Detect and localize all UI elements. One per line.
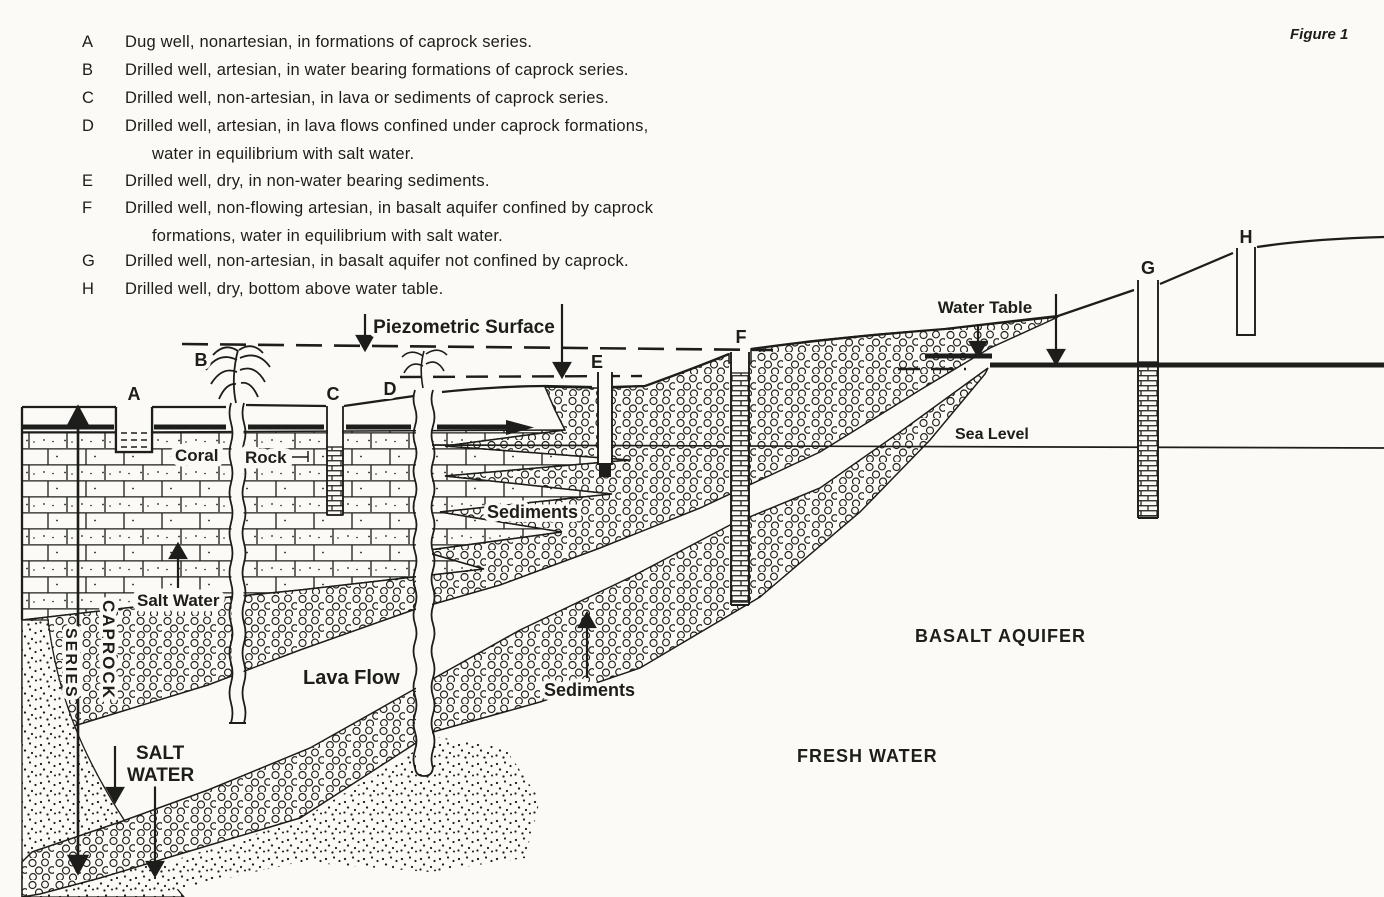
legend-letter: G: [82, 252, 96, 270]
legend-item-c: C Drilled well, non-artesian, in lava or…: [82, 84, 785, 112]
well-g-label: G: [1141, 258, 1155, 278]
caprock-series-extent-arrow: [66, 404, 90, 876]
legend-item-f: F Drilled well, non-flowing artesian, in…: [82, 194, 785, 250]
well-c-label: C: [327, 384, 340, 404]
rock-label: Rock: [245, 448, 287, 467]
well-g: [1137, 280, 1159, 519]
well-a: [114, 407, 154, 454]
sediments-lower-label: Sediments: [544, 680, 635, 700]
legend-item-a: A Dug well, nonartesian, in formations o…: [82, 28, 785, 56]
legend-letter: D: [82, 117, 95, 135]
legend-text-cont: formations, water in equilibrium with sa…: [152, 227, 503, 245]
well-d-label: D: [384, 379, 397, 399]
legend-item-d: D Drilled well, artesian, in lava flows …: [82, 112, 785, 168]
well-h: [1236, 247, 1256, 336]
well-e-label: E: [591, 352, 603, 372]
fresh-water-label: FRESH WATER: [797, 746, 938, 766]
legend-text: Drilled well, non-artesian, in lava or s…: [125, 89, 609, 107]
sea-level-label: Sea Level: [955, 426, 1029, 443]
legend-item-b: B Drilled well, artesian, in water beari…: [82, 56, 785, 84]
legend-text: Drilled well, non-flowing artesian, in b…: [125, 199, 654, 217]
legend-item-h: H Drilled well, dry, bottom above water …: [82, 275, 785, 303]
well-d: [401, 349, 448, 777]
coral-label: Coral: [175, 446, 218, 465]
legend-text: Drilled well, artesian, in water bearing…: [125, 61, 629, 79]
salt-water-lower-label-line2: WATER: [127, 765, 194, 786]
legend-letter: H: [82, 280, 95, 298]
salt-water-upper-label: Salt Water: [137, 591, 220, 610]
legend-item-g: G Drilled well, non-artesian, in basalt …: [82, 247, 785, 275]
annotation-arrows: [105, 294, 1066, 879]
well-d-fountain: [401, 349, 448, 389]
legend-letter: E: [82, 172, 94, 190]
well-b-label: B: [195, 350, 208, 370]
sediments-upper-label: Sediments: [487, 502, 578, 522]
legend-item-e: E Drilled well, dry, in non-water bearin…: [82, 167, 785, 195]
well-b: [205, 345, 271, 724]
well-c-screen: [326, 446, 344, 516]
basalt-aquifer-label: BASALT AQUIFER: [915, 626, 1086, 646]
lava-flow-label: Lava Flow: [303, 667, 400, 689]
sea-level-line: [427, 444, 1384, 449]
well-f-screen: [730, 372, 750, 603]
well-e-bottom: [599, 463, 611, 477]
piezometric-surface-line-caprock: [181, 342, 774, 352]
well-a-label: A: [128, 384, 141, 404]
caprock-vertical-label: CAPROCK: [99, 600, 118, 700]
piezometric-surface-label: Piezometric Surface: [373, 317, 555, 338]
legend-text: Drilled well, non-artesian, in basalt aq…: [125, 252, 629, 270]
legend-letter: F: [82, 199, 93, 217]
well-c: [326, 406, 344, 516]
legend-letter: B: [82, 61, 94, 79]
legend-text: Dug well, nonartesian, in formations of …: [125, 33, 533, 51]
rock-label-leader: [292, 451, 309, 462]
series-vertical-label: SERIES: [62, 628, 79, 699]
flow-direction-arrowhead: [506, 420, 534, 435]
well-e: [597, 372, 613, 477]
well-h-label: H: [1240, 227, 1253, 247]
legend-text: Drilled well, dry, bottom above water ta…: [125, 280, 444, 298]
well-b-fountain: [205, 345, 271, 404]
well-f-label: F: [736, 327, 747, 347]
water-table-label: Water Table: [938, 298, 1032, 317]
salt-water-lower-label-line1: SALT: [136, 743, 185, 764]
legend-letter: A: [82, 33, 94, 51]
well-g-screen: [1137, 361, 1159, 517]
legend-text-cont: water in equilibrium with salt water.: [152, 145, 415, 163]
salt-water-stipple-bottom: [112, 737, 540, 893]
legend-text: Drilled well, artesian, in lava flows co…: [125, 117, 649, 135]
legend-text: Drilled well, dry, in non-water bearing …: [125, 172, 490, 190]
figure-number-label: Figure 1: [1290, 26, 1349, 43]
legend-letter: C: [82, 89, 95, 107]
well-f: [730, 352, 750, 606]
